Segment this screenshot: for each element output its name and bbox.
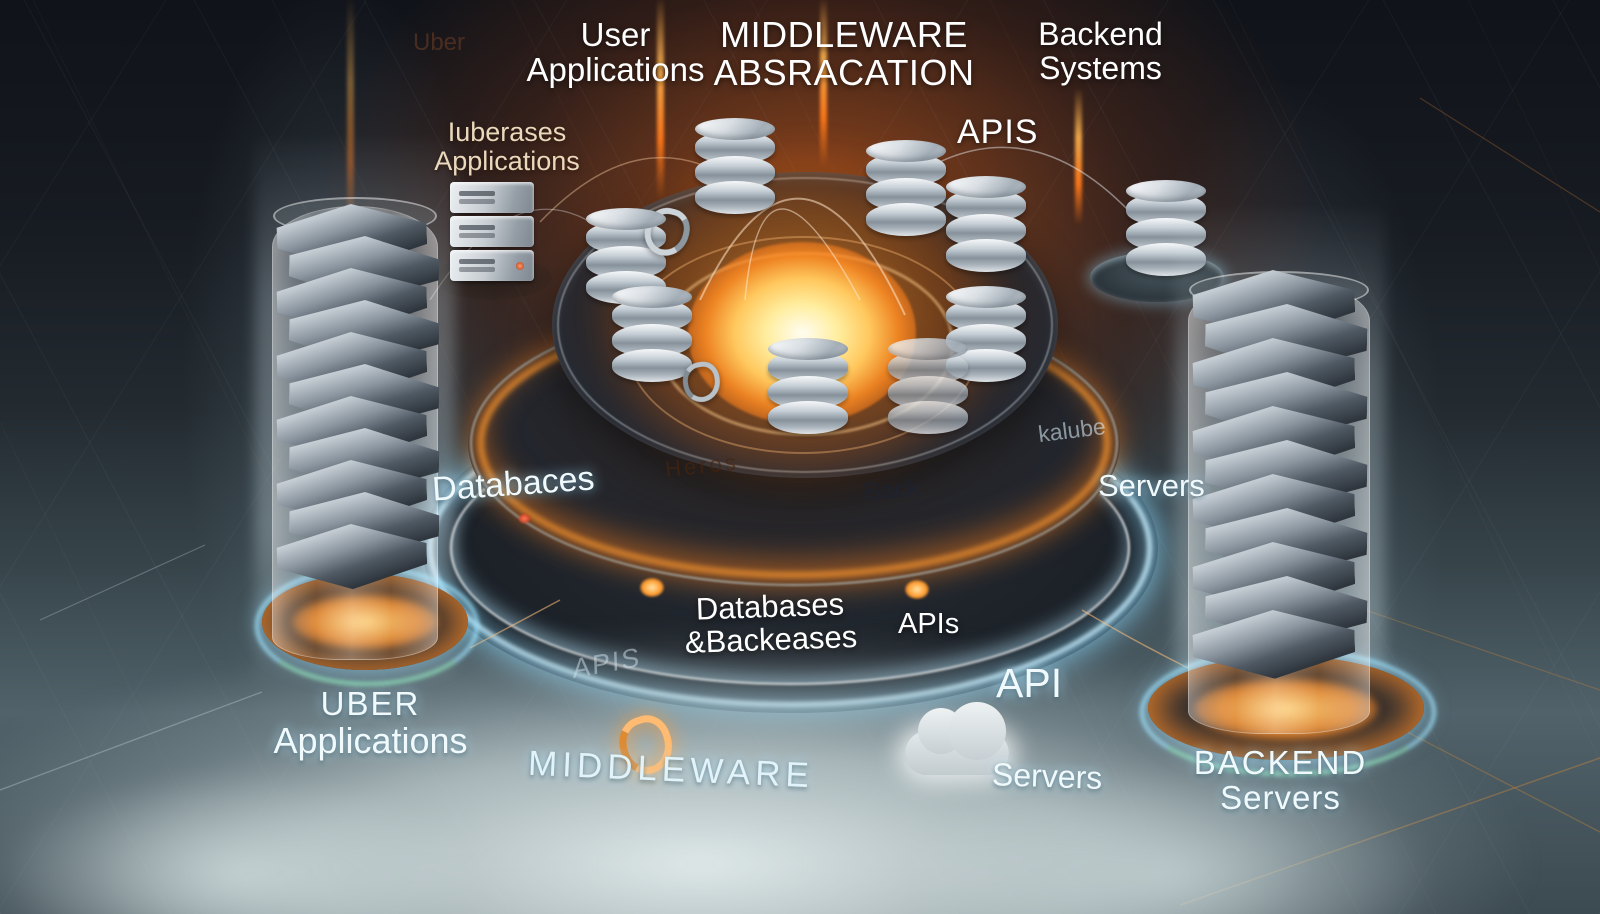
database-drum <box>768 401 848 434</box>
label-backend-servers: BACKEND Servers <box>1178 744 1383 816</box>
label-line: Servers <box>1220 778 1341 816</box>
label-line: User <box>580 16 651 53</box>
server-tower-icon <box>450 182 534 284</box>
database-top <box>946 176 1026 198</box>
label-line: BACKEND <box>1193 744 1368 781</box>
server-unit <box>450 250 534 281</box>
database-drum <box>866 203 946 236</box>
cloud-icon <box>905 702 1009 775</box>
database-top <box>946 286 1026 308</box>
database-stack-icon <box>866 140 946 236</box>
label-line: ABSRACATION <box>713 52 975 94</box>
label-line: Applications <box>273 719 468 761</box>
red-indicator-dot <box>519 514 530 523</box>
label-servers-middle: Servers <box>1098 468 1205 503</box>
database-drum <box>612 349 692 382</box>
database-top <box>695 118 775 140</box>
label-databases-backeases: Databases &Backeases <box>657 586 884 661</box>
database-top <box>866 140 946 162</box>
label-line: Applications <box>434 145 580 176</box>
database-drum <box>695 181 775 214</box>
label-middleware-abstraction: MIDDLEWARE ABSRACATION <box>698 14 990 94</box>
database-stack-icon <box>1126 180 1206 276</box>
ghost-label-uber: Uber <box>413 29 466 56</box>
label-line: Systems <box>1039 49 1162 86</box>
database-top <box>888 338 968 360</box>
light-beam <box>820 0 827 168</box>
label-line: Applications <box>526 50 705 88</box>
label-user-applications: User Applications <box>498 16 733 88</box>
ghost-label-back: Back <box>862 473 921 507</box>
label-servers-bottom: Servers <box>991 756 1103 796</box>
database-stack-icon <box>888 338 968 434</box>
database-top <box>768 338 848 360</box>
database-drum <box>946 239 1026 272</box>
label-line: Backend <box>1038 16 1163 52</box>
database-stack-icon <box>946 176 1026 272</box>
database-stack-icon <box>695 118 775 214</box>
light-beam <box>1075 90 1082 225</box>
label-line: UBER <box>320 685 421 722</box>
server-unit <box>450 182 534 213</box>
database-stack-icon <box>612 286 692 382</box>
light-beam <box>347 0 354 235</box>
label-uber-applications: UBER Applications <box>258 685 483 761</box>
database-top <box>586 208 666 230</box>
database-drum <box>1126 243 1206 276</box>
label-apis-top: APIS <box>957 113 1039 151</box>
database-stack-icon <box>768 338 848 434</box>
label-apis-middle: APIs <box>898 608 960 640</box>
label-line: MIDDLEWARE <box>720 14 968 55</box>
light-beam <box>657 0 664 200</box>
chip-stack-tower-icon <box>282 246 432 598</box>
database-top <box>612 286 692 308</box>
chip-stack-tower-icon <box>1198 314 1360 688</box>
database-top <box>1126 180 1206 202</box>
label-api-large: API <box>996 660 1063 706</box>
label-line: Iuberases <box>447 117 567 147</box>
database-drum <box>888 401 968 434</box>
label-iuberases-applications: Iuberases Applications <box>398 118 616 175</box>
server-unit <box>450 216 534 247</box>
label-backend-systems: Backend Systems <box>1008 16 1193 86</box>
